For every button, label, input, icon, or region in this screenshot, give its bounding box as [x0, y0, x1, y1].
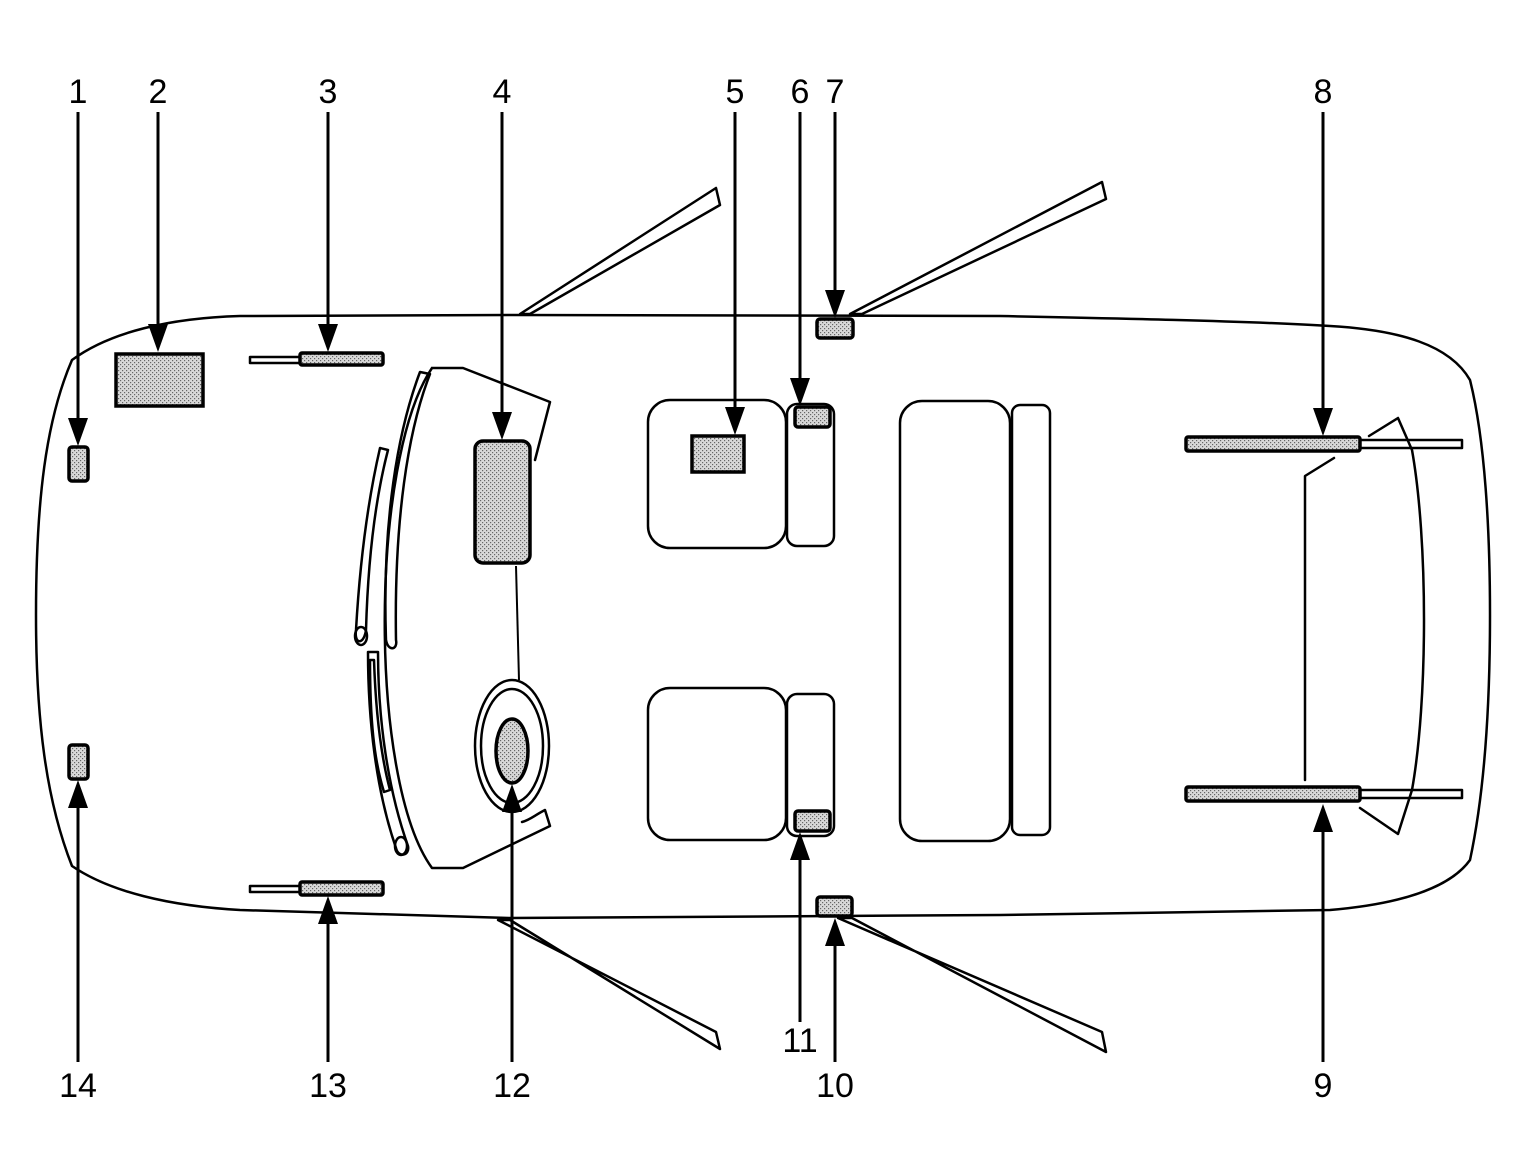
front-right-door: [496, 918, 722, 1051]
upper-wiper-blade: [354, 446, 390, 643]
arrowhead-10: [825, 918, 845, 946]
callout-2: 2: [149, 73, 168, 111]
arrowhead-4: [492, 412, 512, 440]
callout-9: 9: [1314, 1067, 1333, 1105]
rear-bench-cushion: [898, 399, 1012, 843]
arrowhead-8: [1313, 408, 1333, 436]
front-left-seat-back: [785, 402, 836, 548]
front-left-door: [518, 186, 722, 316]
callout-12: 12: [493, 1067, 531, 1105]
component-5: [690, 434, 746, 474]
arrowhead-5: [725, 407, 745, 435]
upper-wiper-arm: [384, 370, 432, 650]
callout-1: 1: [69, 73, 88, 111]
component-3-rail: [248, 355, 302, 365]
callout-14: 14: [59, 1067, 97, 1105]
component-7: [815, 317, 855, 340]
callout-10: 10: [816, 1067, 854, 1105]
front-left-seat-cushion: [646, 398, 788, 550]
arrowhead-6: [790, 378, 810, 406]
windshield: [383, 366, 552, 870]
component-9: [1184, 785, 1362, 803]
arrowhead-2: [148, 324, 168, 352]
callout-4: 4: [493, 73, 512, 111]
component-4: [473, 439, 532, 565]
vehicle-body-outline: [34, 313, 1492, 920]
arrowhead-1: [68, 418, 88, 446]
callout-8: 8: [1314, 73, 1333, 111]
component-1: [67, 445, 90, 483]
rear-window-frame: [1303, 416, 1426, 836]
callout-13: 13: [309, 1067, 347, 1105]
front-right-seat-cushion: [646, 686, 788, 842]
arrowhead-14: [68, 780, 88, 808]
rear-right-door: [836, 916, 1108, 1054]
component-3: [298, 351, 385, 367]
component-8: [1184, 435, 1362, 453]
callout-3: 3: [319, 73, 338, 111]
arrowhead-11: [790, 832, 810, 860]
component-14: [67, 743, 90, 781]
rear-bench-back: [1010, 403, 1052, 837]
callout-11: 11: [782, 1022, 817, 1060]
component-12: [494, 717, 530, 785]
arrowhead-12: [502, 784, 522, 812]
rear-left-door: [848, 180, 1108, 316]
callout-6: 6: [791, 73, 810, 111]
callout-5: 5: [726, 73, 745, 111]
steering-column-line: [515, 565, 520, 681]
component-6: [793, 405, 832, 429]
component-10: [815, 895, 854, 918]
component-2: [114, 352, 205, 408]
arrowhead-7: [825, 290, 845, 318]
lower-wiper-blade: [368, 658, 392, 794]
component-8-rail: [1358, 438, 1464, 450]
component-13-rail: [248, 884, 302, 894]
component-13: [298, 880, 385, 897]
arrowhead-9: [1313, 804, 1333, 832]
arrowhead-13: [318, 896, 338, 924]
front-right-seat-back: [785, 692, 836, 838]
upper-wiper-pivot: [353, 625, 369, 647]
arrowhead-3: [318, 324, 338, 352]
callout-7: 7: [826, 73, 845, 111]
component-11: [793, 809, 832, 833]
lower-wiper-pivot: [393, 835, 409, 857]
